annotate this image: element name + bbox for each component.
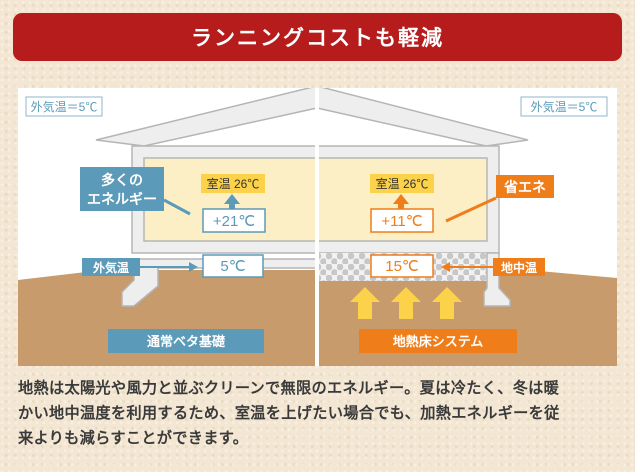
right-house-roof bbox=[316, 88, 529, 147]
left-room-temp-tag bbox=[201, 174, 265, 193]
left-house-roof bbox=[95, 88, 318, 147]
left-heating-box bbox=[202, 208, 266, 233]
left-outside-air-text: 外気温 bbox=[93, 260, 129, 275]
right-saving-tag bbox=[496, 175, 554, 198]
right-heating-box bbox=[370, 208, 434, 233]
heat-arrow-1 bbox=[350, 287, 380, 319]
left-under-floor-text: 5℃ bbox=[220, 258, 245, 275]
comparison-diagram: 外気温＝5℃ 外気温＝5℃ 多くの エネルギー 室温 26℃ +21℃ 外気温 … bbox=[18, 88, 617, 366]
right-saving-text: 省エネ bbox=[503, 179, 546, 195]
right-ground-temp-text: 地中温 bbox=[501, 260, 537, 275]
left-energy-line-1: 多くの bbox=[101, 172, 143, 188]
right-saving-pointer bbox=[445, 196, 497, 223]
right-ground-temp-tag bbox=[493, 258, 545, 276]
description-text: 地熱は太陽光や風力と並ぶクリーンで無限のエネルギー。夏は冷たく、冬は暖 かい地中… bbox=[18, 376, 623, 451]
right-ground-arrow-head bbox=[441, 262, 450, 272]
left-foundation-label-box bbox=[108, 329, 264, 353]
left-under-floor-box bbox=[202, 254, 264, 278]
left-outside-temp-tag: 外気温＝5℃ bbox=[25, 96, 103, 117]
left-up-arrow bbox=[224, 194, 240, 209]
left-outside-temp-text: 外気温＝5℃ bbox=[31, 99, 98, 114]
description-line-3: 来よりも減らすことができます。 bbox=[18, 429, 249, 447]
title-banner: ランニングコストも軽減 bbox=[13, 13, 622, 61]
left-heating-text: +21℃ bbox=[213, 213, 255, 230]
left-energy-callout: 多くの エネルギー bbox=[80, 167, 164, 211]
right-system-label-text: 地熱床システム bbox=[393, 334, 484, 349]
house-diagram-svg: 外気温＝5℃ 外気温＝5℃ 多くの エネルギー 室温 26℃ +21℃ 外気温 … bbox=[18, 88, 617, 366]
description-line-2: かい地中温度を利用するため、室温を上げたい場合でも、加熱エネルギーを従 bbox=[18, 404, 560, 422]
heat-arrow-3 bbox=[432, 287, 462, 319]
right-room-temp-tag bbox=[370, 174, 434, 193]
left-outside-air-tag bbox=[82, 258, 140, 276]
left-energy-pointer bbox=[163, 198, 191, 216]
right-under-floor-box bbox=[370, 254, 434, 278]
right-outside-temp-text: 外気温＝5℃ bbox=[531, 99, 598, 114]
description-line-1: 地熱は太陽光や風力と並ぶクリーンで無限のエネルギー。夏は冷たく、冬は暖 bbox=[18, 379, 560, 397]
heat-arrow-2 bbox=[391, 287, 421, 319]
right-heating-text: +11℃ bbox=[381, 213, 422, 230]
left-energy-line-2: エネルギー bbox=[87, 191, 157, 207]
banner-title: ランニングコストも軽減 bbox=[191, 26, 444, 50]
right-under-floor-text: 15℃ bbox=[385, 258, 419, 275]
left-foundation-label-text: 通常ベタ基礎 bbox=[147, 334, 226, 349]
right-up-arrow bbox=[393, 194, 409, 209]
right-room-temp-text: 室温 26℃ bbox=[376, 176, 429, 191]
right-outside-temp-tag: 外気温＝5℃ bbox=[520, 96, 608, 117]
right-system-label-box bbox=[359, 329, 517, 353]
left-room-temp-text: 室温 26℃ bbox=[207, 176, 260, 191]
left-air-arrow-head bbox=[189, 262, 198, 272]
